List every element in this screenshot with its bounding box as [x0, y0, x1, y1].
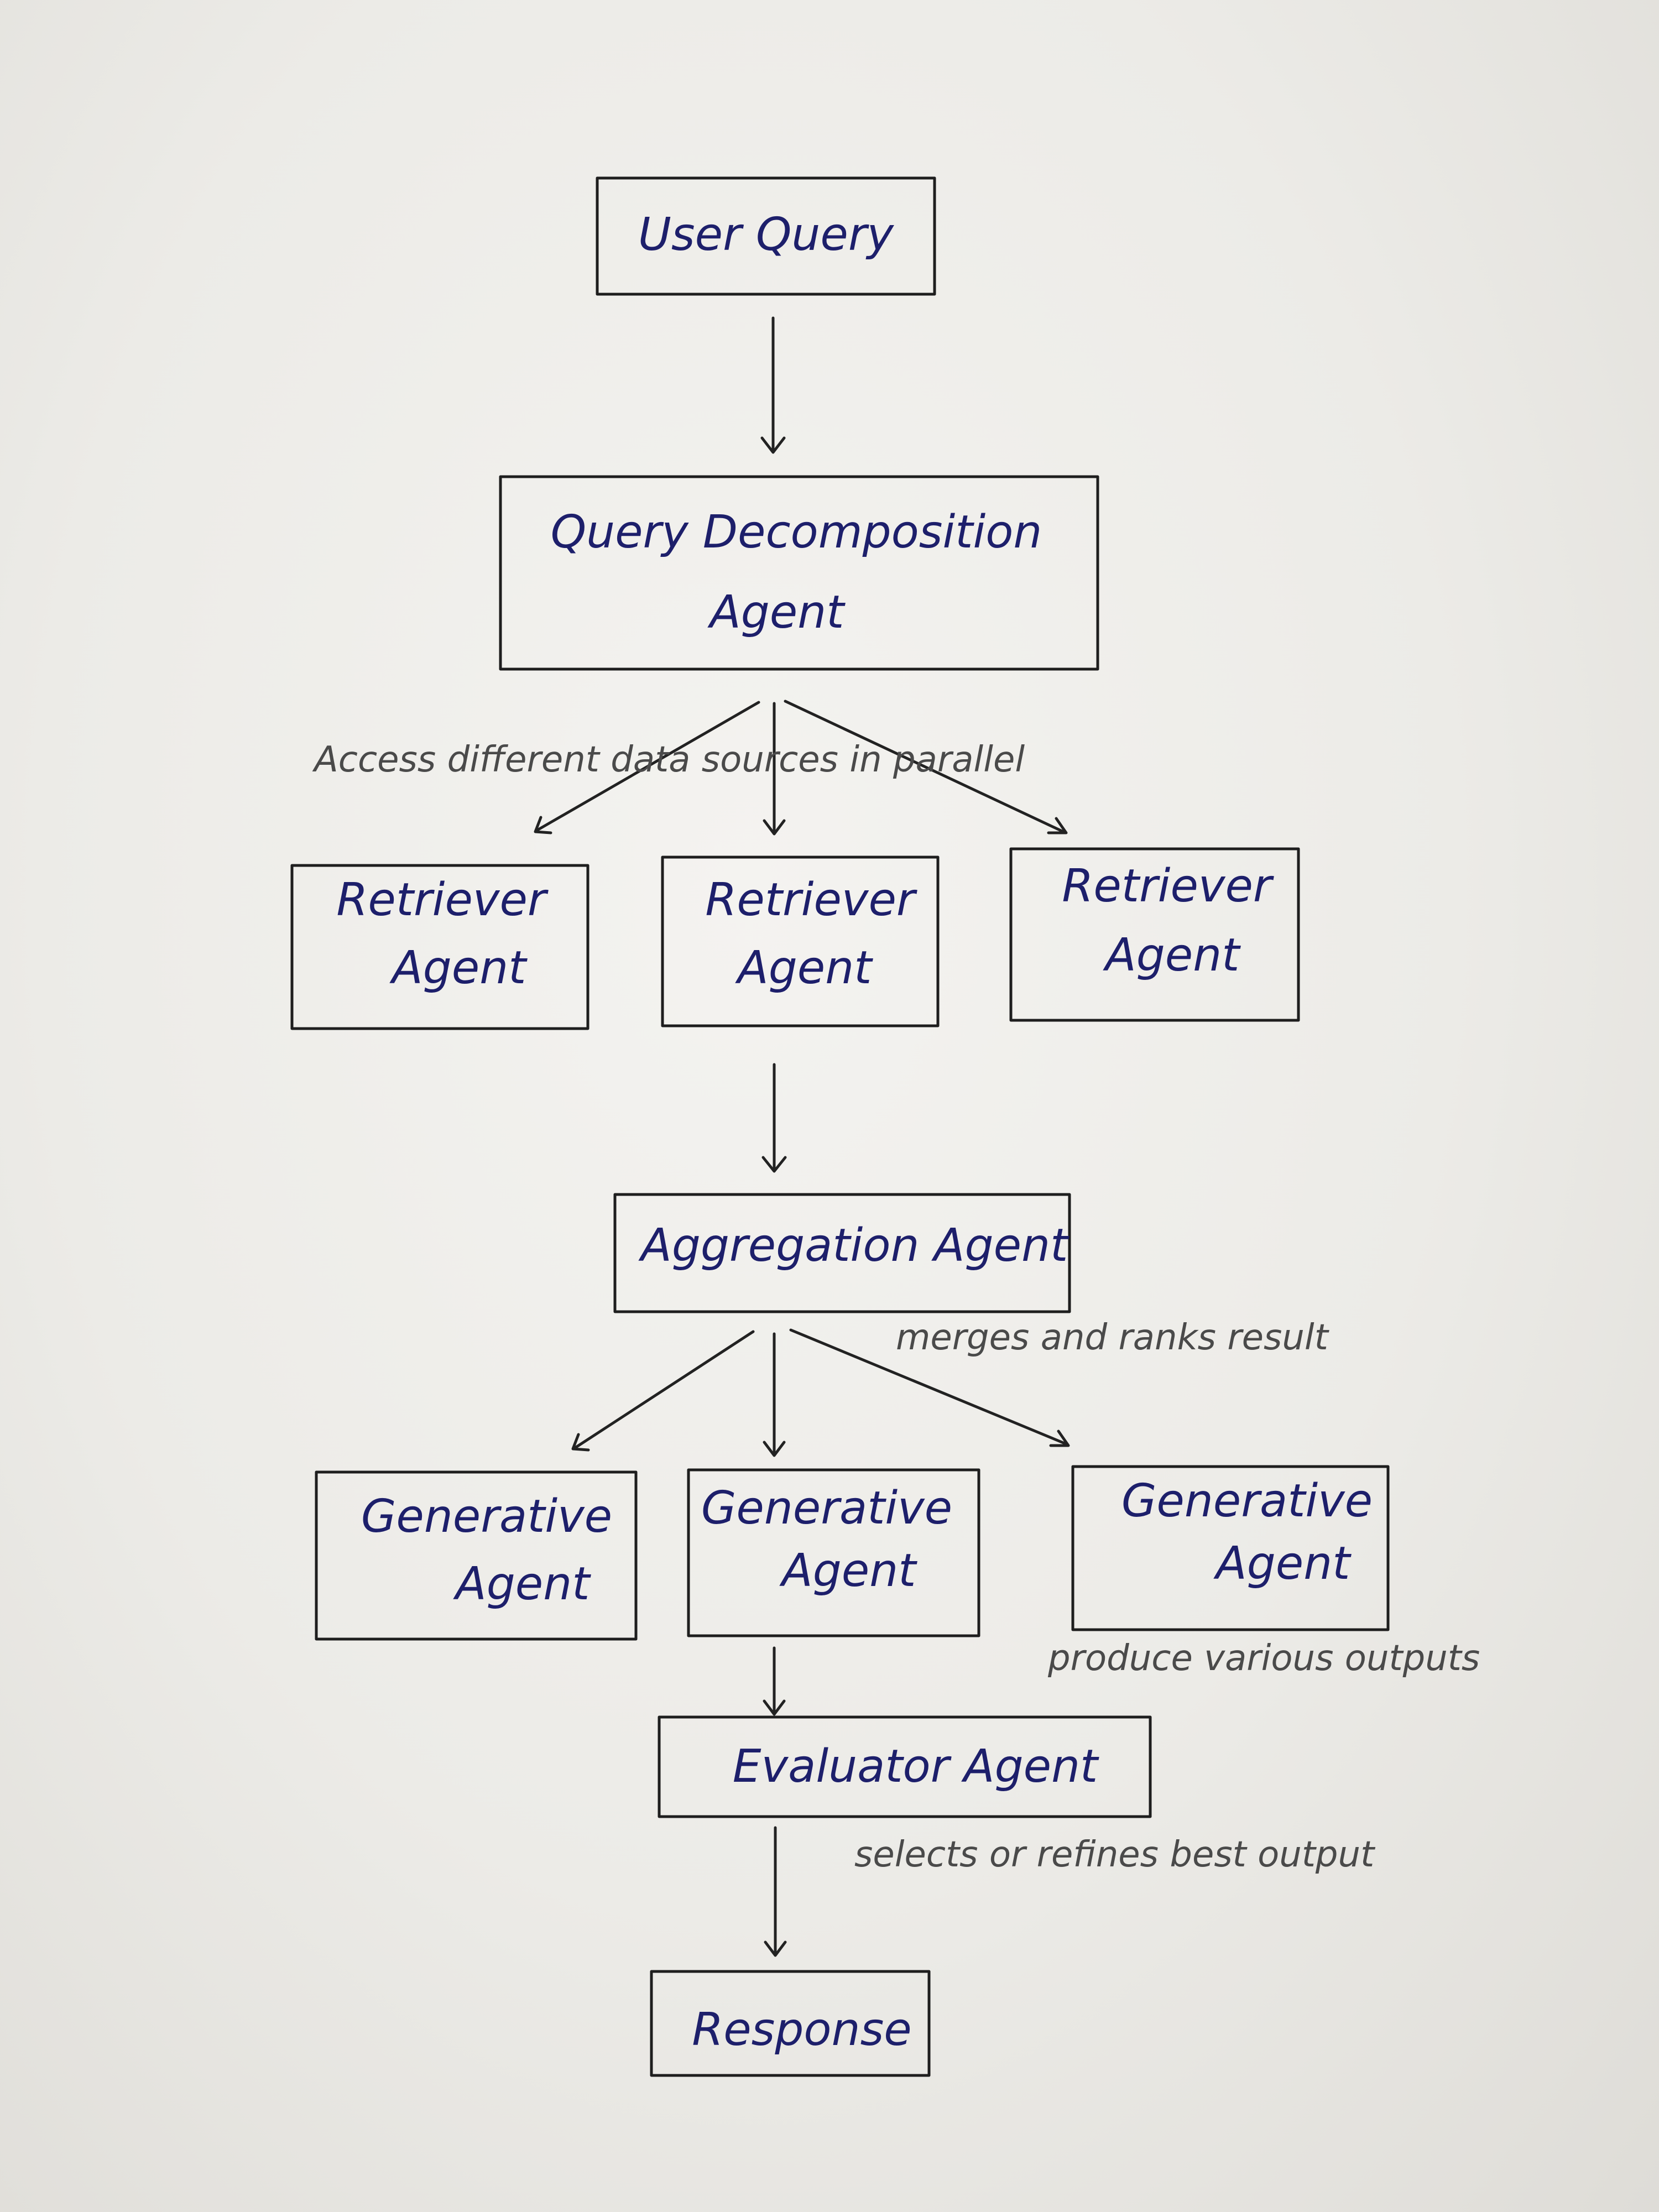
arrow-decomposition-to-retriever-3	[784, 700, 1068, 834]
node-aggregation-agent-label: Aggregation Agent	[638, 1219, 1070, 1272]
arrow-evaluator-to-response	[764, 1826, 787, 1957]
node-query-decomposition-line1: Query Decomposition	[551, 506, 1042, 559]
node-retriever-agent-3: Retriever Agent	[1009, 847, 1300, 1022]
node-generative-agent-1-line2: Agent	[453, 1558, 592, 1610]
arrow-aggregation-to-generative-2	[763, 1332, 786, 1457]
arrow-aggregation-to-generative-1	[571, 1330, 755, 1452]
node-user-query: User Query	[596, 176, 936, 296]
node-query-decomposition-line2: Agent	[707, 586, 846, 639]
node-generative-agent-2-line1: Generative	[701, 1482, 952, 1535]
arrow-retrievers-to-aggregation	[761, 1063, 787, 1173]
node-generative-agent-3-line1: Generative	[1121, 1475, 1373, 1527]
node-response-label: Response	[692, 2004, 912, 2056]
node-retriever-agent-1-line2: Agent	[389, 942, 528, 994]
node-generative-agent-1-line1: Generative	[361, 1490, 612, 1543]
node-generative-agent-3-line2: Agent	[1213, 1537, 1352, 1590]
node-retriever-agent-3-line1: Retriever	[1062, 860, 1274, 912]
node-retriever-agent-2-line2: Agent	[735, 942, 874, 994]
node-generative-agent-2: Generative Agent	[687, 1468, 980, 1637]
node-evaluator-agent: Evaluator Agent	[658, 1715, 1152, 1818]
node-generative-agent-1: Generative Agent	[315, 1470, 638, 1641]
node-user-query-label: User Query	[638, 208, 895, 261]
arrow-decomposition-to-retriever-1	[534, 701, 760, 834]
node-response: Response	[650, 1970, 931, 2077]
node-retriever-agent-2: Retriever Agent	[661, 855, 940, 1027]
node-query-decomposition: Query Decomposition Agent	[499, 475, 1099, 671]
node-retriever-agent-3-line2: Agent	[1103, 929, 1241, 982]
node-generative-agent-3: Generative Agent	[1071, 1465, 1390, 1631]
arrow-query-to-decomposition	[760, 316, 786, 454]
annotation-merge-rank: merges and ranks result	[896, 1317, 1330, 1358]
node-aggregation-agent: Aggregation Agent	[613, 1193, 1071, 1313]
annotation-parallel-access: Access different data sources in paralle…	[312, 739, 1025, 780]
node-generative-agent-2-line2: Agent	[779, 1545, 918, 1597]
node-retriever-agent-1-line1: Retriever	[336, 874, 548, 926]
node-retriever-agent-1: Retriever Agent	[290, 864, 589, 1030]
node-evaluator-agent-label: Evaluator Agent	[733, 1740, 1099, 1793]
annotation-select-refine: selects or refines best output	[854, 1834, 1376, 1875]
arrow-decomposition-to-retriever-2	[763, 702, 786, 836]
node-retriever-agent-2-line1: Retriever	[705, 874, 917, 926]
arrow-aggregation-to-generative-3	[789, 1328, 1070, 1447]
arrow-generative-to-evaluator	[763, 1646, 786, 1716]
annotation-various-outputs: produce various outputs	[1047, 1638, 1480, 1679]
